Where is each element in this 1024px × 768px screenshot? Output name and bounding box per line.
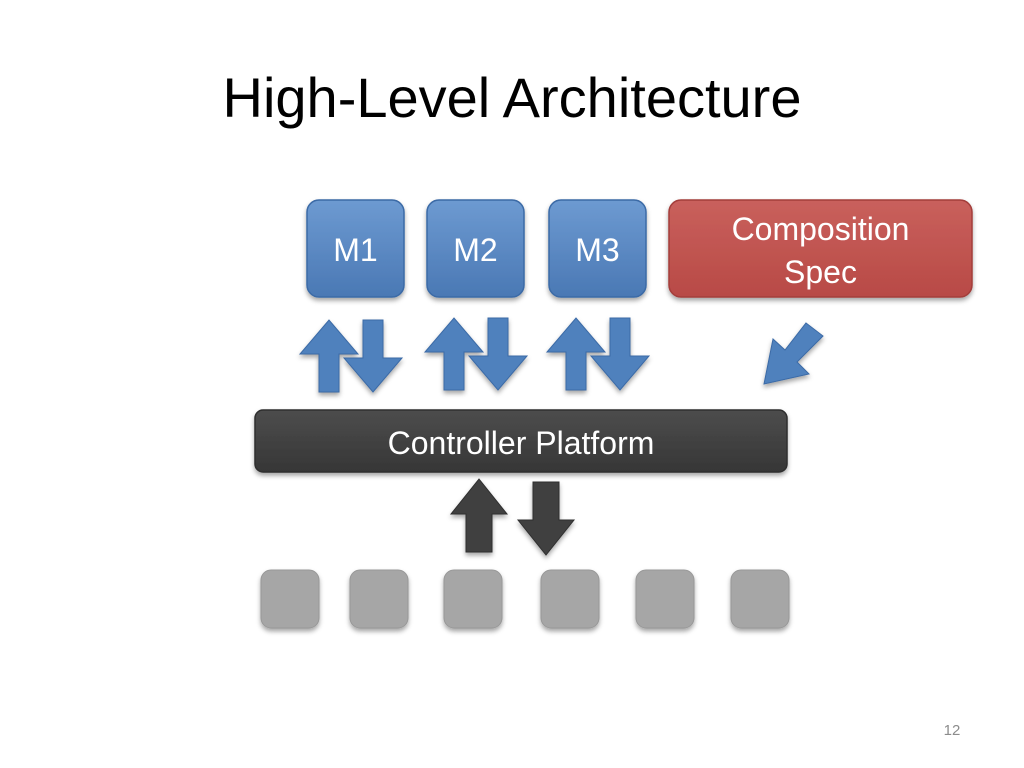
controller-arrows: [449, 478, 576, 556]
m1-down-arrow: [342, 319, 404, 393]
switches-row: [260, 569, 790, 629]
module-m1-label: M1: [333, 232, 377, 268]
switch-6: [730, 569, 790, 629]
slide-title: High-Level Architecture: [222, 66, 802, 129]
composition-spec-line1: Composition: [732, 211, 910, 247]
module-arrows: [298, 317, 824, 393]
page-number: 12: [943, 722, 961, 739]
module-m3-label: M3: [575, 232, 619, 268]
m1-up-arrow: [298, 319, 360, 393]
module-m3: M3: [548, 199, 647, 298]
switches-up-arrow: [449, 478, 509, 553]
controller-platform-label: Controller Platform: [388, 425, 655, 461]
controller-platform: Controller Platform: [254, 409, 788, 473]
switch-2: [349, 569, 409, 629]
switches-down-arrow: [516, 481, 576, 556]
switch-1: [260, 569, 320, 629]
composition-spec-box: Composition Spec: [668, 199, 973, 298]
composition-spec-line2: Spec: [784, 254, 857, 290]
module-m2: M2: [426, 199, 525, 298]
switch-3: [443, 569, 503, 629]
module-m2-label: M2: [453, 232, 497, 268]
switch-5: [635, 569, 695, 629]
m3-down-arrow: [589, 317, 651, 391]
module-m1: M1: [306, 199, 405, 298]
switch-4: [540, 569, 600, 629]
composition-spec-arrow: [763, 322, 824, 385]
m3-up-arrow: [545, 317, 607, 391]
m2-down-arrow: [467, 317, 529, 391]
m2-up-arrow: [423, 317, 485, 391]
